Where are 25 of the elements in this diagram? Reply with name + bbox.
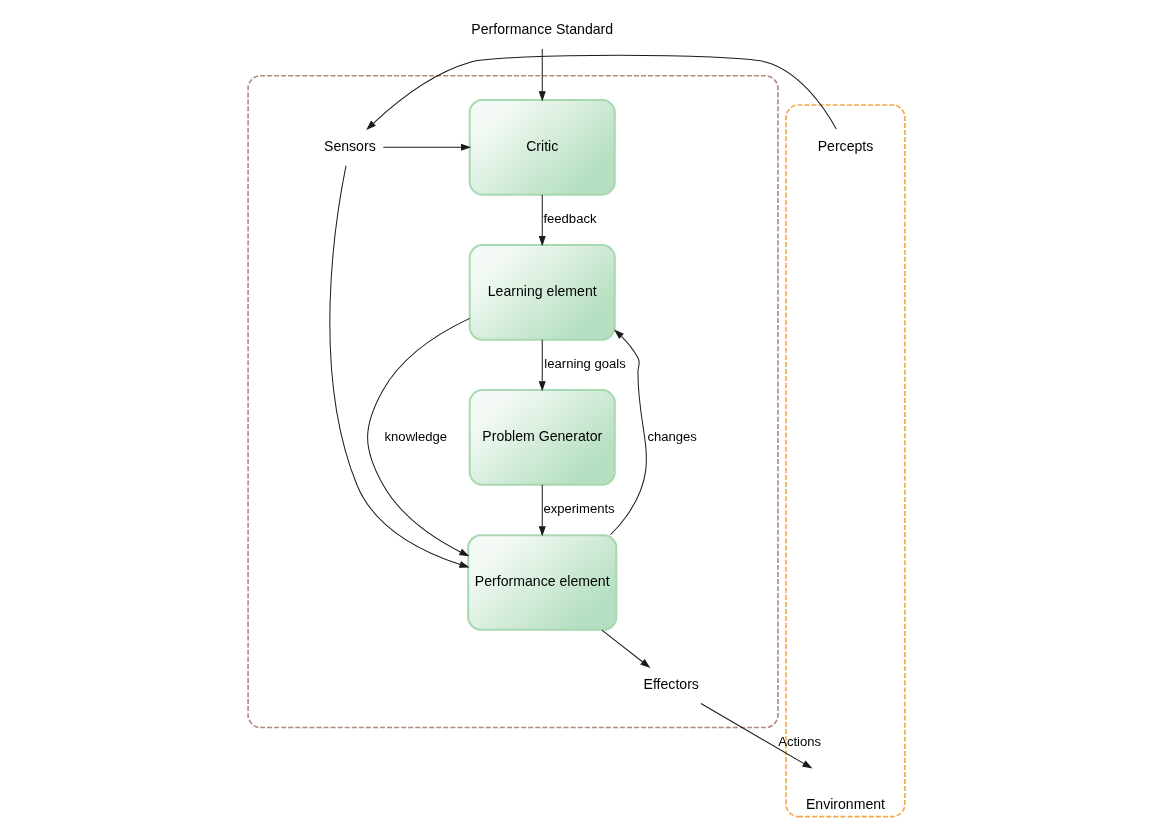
node-text: Percepts	[817, 138, 874, 155]
cluster	[247, 74, 779, 729]
node-text: Effectors	[643, 675, 699, 692]
edge-label: knowledge	[384, 428, 448, 444]
arrow	[538, 339, 546, 392]
arrow	[609, 329, 647, 536]
node-box: Critic	[468, 98, 616, 196]
node-box: Problem Generator	[468, 389, 616, 486]
arrow	[601, 629, 651, 668]
arrow	[367, 317, 471, 557]
arrow	[329, 165, 470, 568]
edge-label: learning goals	[544, 356, 626, 372]
arrow	[538, 194, 546, 247]
edge-label: changes	[647, 428, 697, 444]
node-box: Performance element	[467, 534, 618, 631]
arrow	[700, 703, 813, 769]
node-text: Sensors	[323, 138, 376, 155]
node-box: Learning element	[468, 244, 616, 341]
arrow	[366, 54, 837, 131]
edge-label: feedback	[543, 211, 597, 227]
arrow	[538, 484, 546, 537]
arrow	[382, 143, 472, 151]
edge-label: experiments	[543, 501, 615, 517]
arrow	[538, 48, 546, 102]
node-text: Performance Standard	[471, 21, 614, 38]
